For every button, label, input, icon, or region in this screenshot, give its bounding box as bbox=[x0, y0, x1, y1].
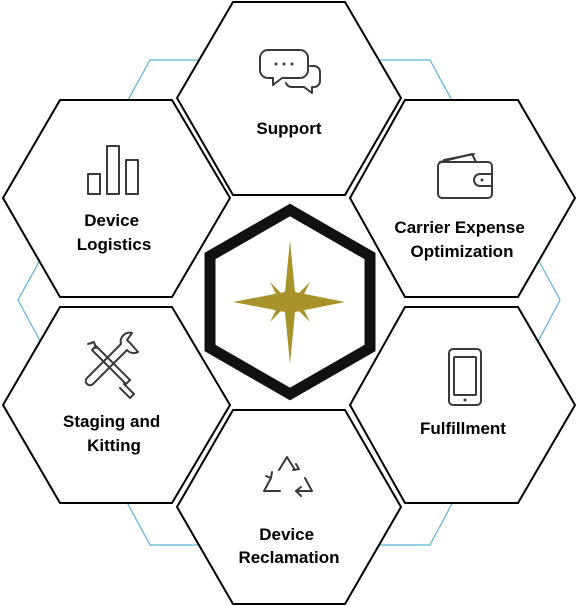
segment-support-hexagon bbox=[175, 1, 403, 196]
segment-device-logistics[interactable]: Device Logistics bbox=[1, 99, 232, 298]
segment-support-label: Support bbox=[256, 119, 321, 138]
segment-fulfillment[interactable]: Fulfillment bbox=[348, 306, 577, 504]
segment-support[interactable]: Support bbox=[175, 1, 403, 196]
segment-staging-kitting-label: Staging and Kitting bbox=[63, 412, 165, 455]
segment-device-logistics-hexagon bbox=[1, 99, 232, 298]
smartphone-icon bbox=[448, 348, 482, 406]
recycle-icon bbox=[263, 456, 313, 497]
connector-outline bbox=[17, 59, 561, 546]
segment-fulfillment-label: Fulfillment bbox=[420, 419, 506, 438]
segment-carrier-expense-label: Carrier Expense Optimization bbox=[394, 218, 529, 261]
wallet-icon bbox=[437, 153, 493, 199]
center-emblem bbox=[204, 203, 376, 401]
segment-device-reclamation-label: Device Reclamation bbox=[238, 525, 339, 567]
segment-device-reclamation[interactable]: Device Reclamation bbox=[175, 409, 403, 605]
segment-staging-kitting-hexagon bbox=[1, 306, 232, 504]
segment-device-reclamation-hexagon bbox=[175, 409, 403, 605]
segment-staging-kitting[interactable]: Staging and Kitting bbox=[1, 306, 232, 504]
segment-device-logistics-label: Device Logistics bbox=[77, 211, 152, 254]
tools-icon bbox=[84, 331, 139, 399]
compass-star-icon bbox=[233, 240, 345, 364]
chat-bubbles-icon bbox=[259, 49, 321, 94]
segment-carrier-expense[interactable]: Carrier Expense Optimization bbox=[348, 99, 577, 298]
bar-chart-icon bbox=[87, 145, 139, 195]
